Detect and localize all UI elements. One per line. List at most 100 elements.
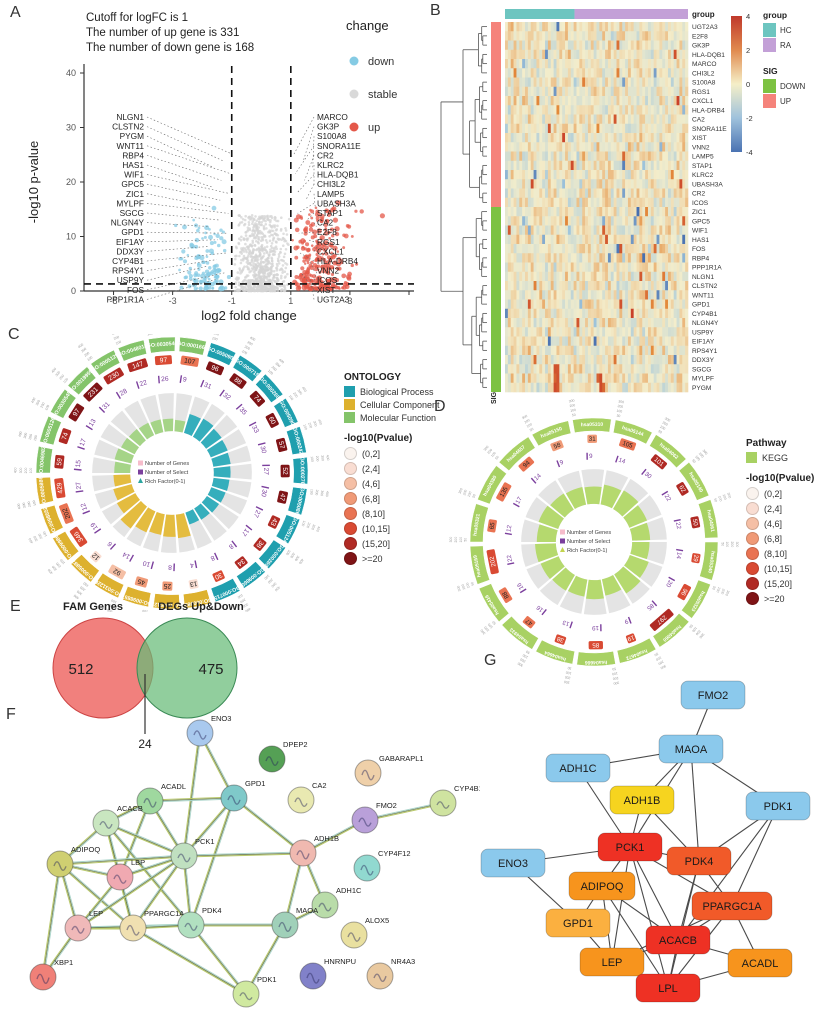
svg-text:100: 100	[33, 435, 38, 442]
svg-text:E2F8: E2F8	[692, 33, 708, 40]
svg-text:GO:0045121: GO:0045121	[151, 601, 182, 608]
svg-text:200: 200	[27, 501, 32, 508]
svg-text:300: 300	[480, 628, 487, 635]
svg-text:SGCG: SGCG	[120, 208, 144, 218]
svg-text:CYP4B1: CYP4B1	[454, 784, 480, 793]
svg-text:300: 300	[246, 340, 253, 346]
svg-text:-4: -4	[746, 148, 753, 157]
panel-label-c: C	[8, 326, 20, 343]
svg-text:35: 35	[238, 406, 248, 416]
svg-text:300: 300	[569, 399, 575, 404]
svg-text:14: 14	[674, 551, 682, 559]
svg-text:200: 200	[314, 489, 319, 495]
svg-text:300: 300	[726, 492, 732, 499]
legend-swatch	[344, 507, 357, 520]
svg-text:8: 8	[209, 554, 216, 562]
svg-text:ADH1C: ADH1C	[559, 763, 596, 775]
svg-text:50: 50	[688, 624, 694, 630]
svg-text:400: 400	[317, 419, 323, 426]
legend-item: KEGG	[746, 452, 816, 463]
svg-text:300: 300	[297, 389, 304, 396]
svg-text:RGS1: RGS1	[317, 237, 340, 247]
svg-text:ADH1C: ADH1C	[336, 886, 362, 895]
svg-text:Number of Genes: Number of Genes	[145, 461, 189, 467]
svg-text:SIG: SIG	[491, 391, 498, 404]
svg-text:100: 100	[565, 670, 571, 675]
svg-text:200: 200	[524, 418, 531, 424]
legend-item: (2,4]	[746, 502, 816, 515]
svg-text:ADH1B: ADH1B	[314, 834, 339, 843]
svg-text:16: 16	[516, 581, 526, 591]
svg-text:2: 2	[746, 46, 750, 55]
svg-text:200: 200	[612, 676, 618, 681]
svg-text:50: 50	[720, 542, 724, 546]
svg-text:27: 27	[262, 467, 269, 475]
svg-text:SGCG: SGCG	[692, 366, 711, 373]
svg-text:31: 31	[203, 382, 213, 391]
svg-text:100: 100	[111, 598, 118, 604]
legend-title: -log10(Pvalue)	[344, 433, 413, 444]
svg-text:100: 100	[465, 582, 471, 589]
legend-swatch	[344, 537, 357, 550]
legend-label: (8,10]	[764, 548, 788, 559]
svg-text:up: up	[368, 122, 380, 134]
svg-text:DDX3Y: DDX3Y	[116, 246, 144, 256]
svg-text:50: 50	[616, 414, 621, 419]
svg-text:200: 200	[58, 374, 65, 381]
panel-label-e: E	[10, 598, 21, 615]
svg-text:200: 200	[267, 578, 274, 585]
svg-text:4: 4	[189, 561, 194, 569]
svg-text:100: 100	[616, 409, 622, 414]
svg-text:200: 200	[239, 598, 246, 604]
svg-text:30: 30	[213, 571, 223, 581]
svg-text:PDK4: PDK4	[202, 906, 222, 915]
svg-text:200: 200	[483, 625, 490, 632]
svg-text:50: 50	[711, 586, 716, 591]
svg-text:100: 100	[309, 489, 314, 495]
svg-text:ICOS: ICOS	[317, 275, 338, 285]
svg-text:100: 100	[59, 558, 66, 565]
svg-text:HNRNPU: HNRNPU	[324, 957, 356, 966]
svg-text:65: 65	[488, 521, 496, 529]
svg-text:100: 100	[285, 549, 292, 556]
svg-text:NLGN1: NLGN1	[116, 112, 144, 122]
legend-label: (2,4]	[764, 503, 783, 514]
svg-text:27: 27	[252, 509, 262, 519]
svg-text:200: 200	[24, 468, 28, 474]
svg-text:hsa04061: hsa04061	[705, 509, 715, 532]
svg-text:300: 300	[564, 680, 570, 685]
svg-text:100: 100	[310, 456, 315, 462]
svg-text:UGT2A3: UGT2A3	[692, 24, 718, 31]
svg-text:KLRC2: KLRC2	[692, 172, 714, 179]
svg-text:300: 300	[458, 487, 464, 494]
svg-text:9: 9	[589, 453, 593, 460]
legend-swatch	[344, 462, 357, 475]
svg-text:40: 40	[66, 68, 76, 78]
svg-text:400: 400	[18, 431, 23, 438]
svg-text:50: 50	[567, 666, 572, 671]
svg-text:GO:0046983: GO:0046983	[38, 446, 47, 477]
svg-text:Rich Factor(0-1): Rich Factor(0-1)	[567, 548, 608, 554]
svg-text:100: 100	[526, 422, 533, 428]
svg-text:19: 19	[626, 633, 635, 642]
svg-text:300: 300	[242, 602, 249, 608]
panel-label-d: D	[434, 398, 446, 415]
svg-text:200: 200	[454, 537, 458, 543]
svg-text:300: 300	[270, 581, 277, 588]
svg-text:100: 100	[490, 451, 497, 458]
svg-text:34: 34	[235, 557, 245, 567]
svg-text:KLRC2: KLRC2	[317, 160, 344, 170]
svg-text:200: 200	[83, 351, 90, 358]
legend-swatch	[344, 552, 357, 565]
legend-label: (0,2]	[764, 488, 783, 499]
svg-text:74: 74	[252, 394, 262, 404]
svg-text:UBASH3A: UBASH3A	[692, 181, 723, 188]
svg-text:200: 200	[698, 452, 705, 459]
svg-text:25: 25	[163, 582, 171, 589]
svg-text:NR4A3: NR4A3	[391, 957, 415, 966]
svg-text:100: 100	[302, 424, 308, 431]
svg-text:PDK1: PDK1	[257, 975, 277, 984]
